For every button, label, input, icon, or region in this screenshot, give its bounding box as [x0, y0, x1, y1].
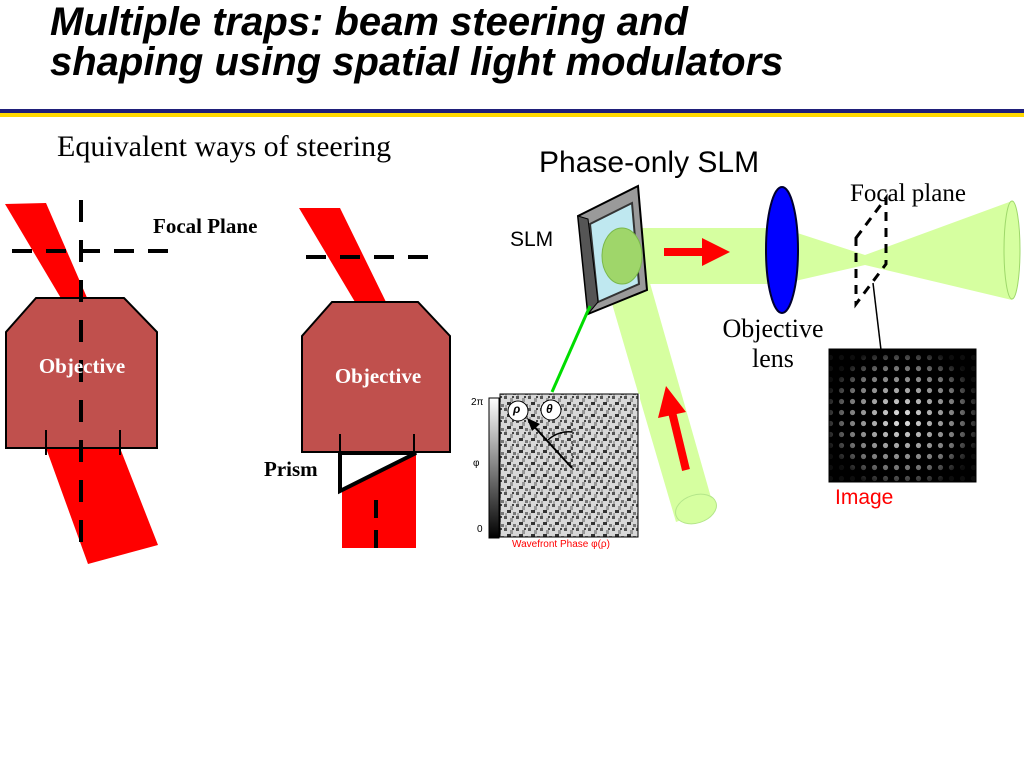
- objective-lens-label: Objective lens: [712, 314, 834, 374]
- arrow-up: [668, 411, 690, 471]
- title-rule-yellow: [0, 113, 1024, 117]
- objective-lens-label-line2: lens: [752, 344, 794, 373]
- phase-scale-top: 2π: [471, 397, 484, 408]
- slm-label: SLM: [510, 228, 554, 251]
- phase-map-caption: Wavefront Phase φ(ρ): [512, 539, 610, 550]
- focused-green-beam: [782, 201, 1012, 300]
- title-rule-navy: [0, 109, 1024, 113]
- left-setup-2: [299, 208, 451, 548]
- pointer-to-slm: [550, 305, 592, 393]
- red-beam-lower-1: [46, 448, 158, 564]
- slide-title-line2: shaping using spatial light modulators: [50, 40, 784, 84]
- objective-body-2: [301, 301, 451, 453]
- prism: [338, 451, 417, 495]
- slide-title-line1: Multiple traps: beam steering and: [50, 0, 688, 44]
- objective-label-2: Objective: [334, 364, 422, 388]
- theta-symbol: θ: [546, 402, 553, 416]
- output-image: [828, 348, 977, 483]
- left-setup-1: [5, 200, 182, 564]
- phase-map-inset: [462, 393, 640, 552]
- phase-scale-bottom: 0: [477, 524, 483, 535]
- slide-title: Multiple traps: beam steering and shapin…: [50, 2, 783, 82]
- rho-symbol: ρ: [513, 402, 521, 416]
- prism-label: Prism: [264, 457, 318, 481]
- focal-plane-label-left: Focal Plane: [153, 214, 258, 238]
- phase-scale-bar: [488, 397, 500, 539]
- objective-lens: [765, 186, 799, 314]
- left-subtitle: Equivalent ways of steering: [57, 130, 392, 163]
- objective-label-1: Objective: [38, 354, 126, 378]
- slm-setup: [550, 184, 1021, 525]
- focal-plane-box: [854, 193, 888, 309]
- objective-lens-label-line1: Objective: [722, 314, 824, 343]
- phase-scale-mid: φ: [473, 458, 480, 469]
- image-label: Image: [835, 486, 894, 509]
- slm-heading: Phase-only SLM: [539, 146, 760, 179]
- focal-plane-label-right: Focal plane: [850, 180, 966, 207]
